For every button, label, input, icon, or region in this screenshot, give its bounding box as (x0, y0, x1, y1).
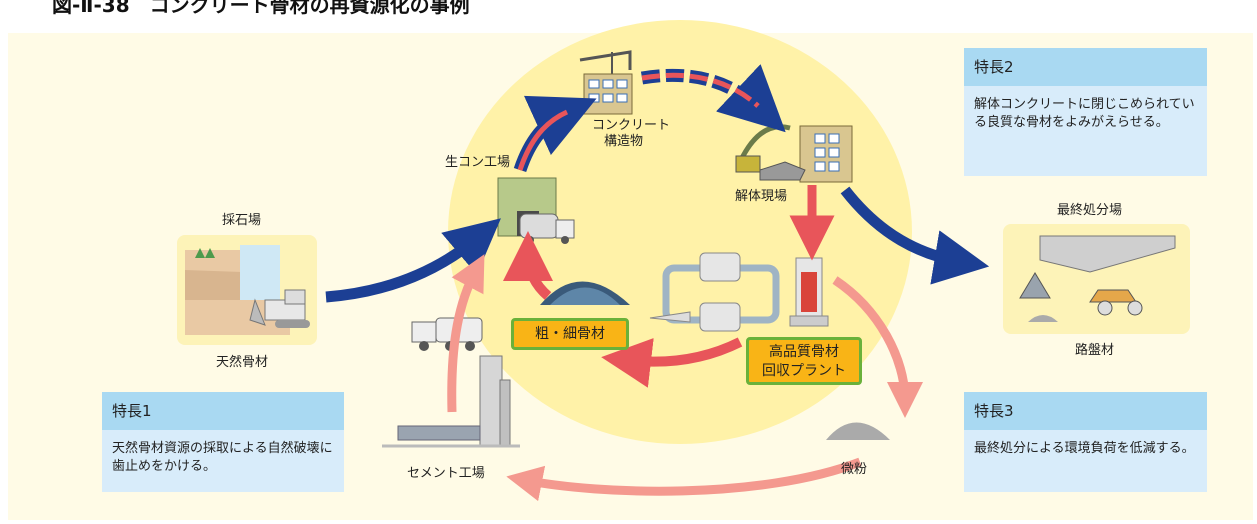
tag-recovery-plant-line2: 回収プラント (762, 363, 846, 379)
label-final-disposal-site: 最終処分場 (1057, 203, 1123, 218)
feature-1-body: 天然骨材資源の採取による自然破壊に歯止めをかける。 (112, 441, 333, 474)
recovery-plant-illustration (649, 252, 829, 332)
label-ready-mixed-plant: 生コン工場 (445, 155, 511, 170)
aggregate-pile-illustration (540, 281, 630, 305)
label-cement-plant: セメント工場 (407, 466, 485, 481)
label-concrete-structure-1: コンクリート (592, 118, 671, 133)
fine-powder-illustration (826, 422, 890, 440)
label-quarry: 採石場 (222, 213, 262, 228)
feature-2-body: 解体コンクリートに閉じこめられている良質な骨材をよみがえらせる。 (974, 97, 1195, 130)
feature-3-title: 特長3 (964, 392, 1207, 430)
cement-plant-illustration (382, 355, 520, 448)
concrete-structure-illustration (579, 50, 633, 115)
label-natural-aggregate: 天然骨材 (216, 355, 269, 370)
label-concrete-structure-2: 構造物 (604, 134, 644, 149)
figure-title: 図-Ⅱ-38 コンクリート骨材の再資源化の事例 (52, 0, 470, 17)
arrow-demolition-to-disposal (840, 186, 990, 285)
arrow-plant-to-structure-inner (517, 109, 569, 171)
feature-box-2: 特長2 解体コンクリートに閉じこめられている良質な骨材をよみがえらせる。 (964, 48, 1207, 176)
final-disposal-illustration (1003, 224, 1190, 334)
arrow-cement-to-plant (447, 254, 485, 413)
label-demolition-site: 解体現場 (735, 189, 788, 204)
feature-3-body: 最終処分による環境負荷を低減する。 (974, 441, 1195, 456)
arrow-powder-to-cement (506, 457, 862, 502)
feature-box-1: 特長1 天然骨材資源の採取による自然破壊に歯止めをかける。 (102, 392, 344, 492)
demolition-site-illustration (735, 124, 853, 183)
quarry-illustration (177, 235, 317, 345)
label-fine-powder: 微粉 (841, 462, 868, 477)
feature-2-title: 特長2 (964, 48, 1207, 86)
tag-recovery-plant: 高品質骨材 回収プラント (746, 337, 862, 385)
tag-recovery-plant-line1: 高品質骨材 (769, 344, 839, 360)
arrow-aggregate-to-rmc (503, 231, 554, 300)
feature-box-3: 特長3 最終処分による環境負荷を低減する。 (964, 392, 1207, 492)
tag-coarse-fine-aggregate: 粗・細骨材 (511, 318, 629, 350)
label-roadbed-material: 路盤材 (1075, 343, 1115, 358)
cement-truck-illustration (411, 317, 483, 351)
arrow-structure-to-demolition-inner (641, 72, 760, 108)
feature-1-title: 特長1 (102, 392, 344, 430)
arrow-plant-to-aggregate (601, 337, 743, 388)
arrow-plant-to-powder (832, 276, 923, 418)
arrow-quarry-to-plant (325, 218, 501, 303)
